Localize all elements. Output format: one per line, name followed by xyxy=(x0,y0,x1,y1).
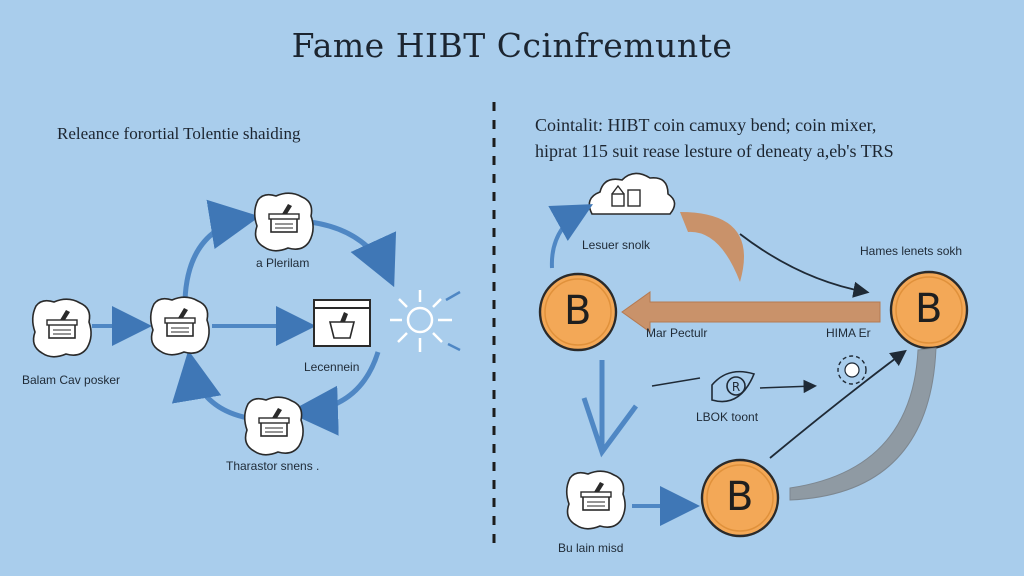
bottom-node-icon xyxy=(243,396,304,456)
bottom-right-node-icon xyxy=(565,470,626,530)
description-line-2: hiprat 115 suit rease lesture of deneaty… xyxy=(535,141,894,161)
bottom-node-label: Tharastor snens . xyxy=(226,459,320,473)
arrow-bottom-coin-to-right-coin xyxy=(769,349,907,459)
center-small-label: LBOK toont xyxy=(696,410,759,424)
currency-icon: R xyxy=(711,370,756,403)
box-node-label: Lecennein xyxy=(304,360,360,374)
box-node-icon xyxy=(313,299,371,347)
arrow-bottom-to-middle xyxy=(171,350,249,421)
description-line-1: Cointalit: HIBT coin camuxy bend; coin m… xyxy=(535,115,877,135)
cloud-node-label: Lesuer snolk xyxy=(582,238,651,252)
arrow-burst-to-bottom xyxy=(288,351,381,436)
svg-text:R: R xyxy=(732,380,740,394)
right-coin-symbol: B xyxy=(915,286,943,332)
burst-icon xyxy=(390,290,461,352)
arrow-blue-down-head xyxy=(581,397,639,458)
swirl-icon xyxy=(837,355,867,385)
bottom-right-node-label: Bu lain misd xyxy=(558,541,624,555)
page-title: Fame HIBT Ccinfremunte xyxy=(291,26,733,65)
left-coin-symbol: B xyxy=(564,288,592,334)
right-coin-label: Hames lenets sokh xyxy=(860,244,963,258)
arrow-right-to-left-coin xyxy=(621,291,881,333)
left-node-label: Balam Cav posker xyxy=(22,373,121,387)
bottom-coin-symbol: B xyxy=(726,474,754,520)
middle-node-icon xyxy=(149,296,210,356)
arrow-left-to-top xyxy=(182,199,260,301)
arrow-currency-to-right xyxy=(759,379,817,394)
swoosh-tan-top xyxy=(680,212,744,282)
top-node-icon xyxy=(253,192,314,252)
right-panel-description: Cointalit: HIBT coin camuxy bend; coin m… xyxy=(535,112,894,164)
middle-arrow-label: Mar Pectulr xyxy=(646,326,708,340)
cloud-icon xyxy=(588,172,676,215)
left-node-icon xyxy=(31,298,92,358)
arrow-swoosh-to-right-coin xyxy=(739,233,870,298)
arrow-top-to-burst xyxy=(309,219,397,288)
left-panel-subtitle: Releance forortial Tolentie shaiding xyxy=(57,124,301,143)
top-node-label: a Plerilam xyxy=(256,256,310,270)
arrow-coin-to-cloud xyxy=(548,204,593,269)
arrow-gray-right-to-bottom xyxy=(789,347,937,501)
right-coin-lower-label: HIMA Er xyxy=(826,326,871,340)
currency-tail-line xyxy=(651,377,701,387)
